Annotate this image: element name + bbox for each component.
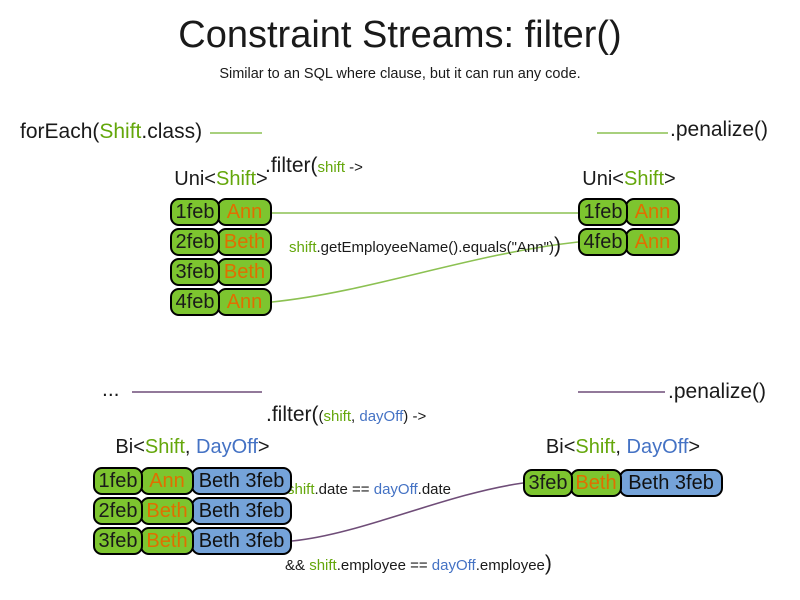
code-filter2-line1: .filter((shift, dayOff) -> <box>266 403 552 427</box>
token-comma: , <box>351 408 360 426</box>
shift-date-cell: 4feb <box>170 288 220 316</box>
token-filter-arrow: -> <box>345 159 363 177</box>
dayoff-cell: Beth 3feb <box>191 527 292 555</box>
token-bi-type1: Shift <box>575 436 616 458</box>
token-lambda-body: .getEmployeeName().equals("Ann") <box>316 238 554 256</box>
token-bi-type1: Shift <box>144 436 185 458</box>
shift-date-cell: 4feb <box>578 228 628 256</box>
uni-right-label: Uni<Shift> <box>578 168 680 191</box>
code-filter2: .filter((shift, dayOff) -> shift.date ==… <box>266 355 552 600</box>
token-uni-close: > <box>256 168 268 190</box>
token-lambda-param: shift <box>289 238 317 256</box>
token-dayoff: dayOff <box>373 480 418 498</box>
bi-left-label: Bi<Shift, DayOff> <box>93 436 292 459</box>
token-date-eq: .date == <box>314 480 374 498</box>
code-foreach: forEach(Shift.class) <box>20 120 202 144</box>
token-bi-type2: DayOff <box>626 436 689 458</box>
uni-left-label: Uni<Shift> <box>170 168 272 191</box>
shift-date-cell: 3feb <box>523 469 573 497</box>
code-filter2-line2: shift.date == dayOff.date <box>287 481 552 498</box>
token-and: && <box>285 557 310 575</box>
code-filter1-line1: .filter(shift -> <box>265 154 561 178</box>
dayoff-cell: Beth 3feb <box>619 469 723 497</box>
token-filter-open: .filter( <box>265 154 318 178</box>
token-uni-open: Uni< <box>174 168 216 190</box>
token-param-shift: shift <box>323 408 352 426</box>
shift-employee-cell: Beth <box>140 527 194 555</box>
shift-employee-cell: Ann <box>625 228 680 256</box>
token-employee-end: .employee <box>475 557 545 575</box>
shift-date-cell: 1feb <box>170 198 220 226</box>
shift-date-cell: 2feb <box>93 497 143 525</box>
token-uni-open: Uni< <box>582 168 624 190</box>
token-uni-type: Shift <box>215 168 257 190</box>
shift-employee-cell: Beth <box>140 497 194 525</box>
code-filter1-body: shift.getEmployeeName().equals("Ann")) <box>289 234 561 258</box>
shift-date-cell: 3feb <box>170 258 220 286</box>
code-ellipsis: ... <box>102 378 120 401</box>
shift-employee-cell: Ann <box>217 288 272 316</box>
token-foreach-open: forEach( <box>20 120 100 143</box>
dayoff-cell: Beth 3feb <box>191 467 292 495</box>
token-paren-open: ( <box>318 408 324 426</box>
token-filter-close: ) <box>544 552 552 576</box>
token-param-dayoff: dayOff <box>359 408 404 426</box>
slide-subtitle: Similar to an SQL where clause, but it c… <box>219 66 581 82</box>
shift-employee-cell: Beth <box>217 228 272 256</box>
token-shift: shift <box>309 557 337 575</box>
token-bi-comma: , <box>184 436 197 458</box>
token-arrow: -> <box>408 408 427 426</box>
token-paren-close: ) <box>403 408 409 426</box>
token-uni-close: > <box>664 168 676 190</box>
dayoff-cell: Beth 3feb <box>191 497 292 525</box>
shift-employee-cell: Ann <box>140 467 194 495</box>
token-bi-type2: DayOff <box>196 436 258 458</box>
shift-date-cell: 2feb <box>170 228 220 256</box>
shift-employee-cell: Beth <box>570 469 622 497</box>
token-filter-open: .filter( <box>266 403 319 427</box>
page-title: Constraint Streams: filter() <box>178 14 622 56</box>
bi-right-label: Bi<Shift, DayOff> <box>523 436 723 459</box>
token-bi-open: Bi< <box>545 436 576 458</box>
token-employee-eq: .employee == <box>336 557 432 575</box>
code-penalize1: .penalize() <box>670 118 769 141</box>
shift-date-cell: 3feb <box>93 527 143 555</box>
token-dayoff: dayOff <box>431 557 476 575</box>
token-bi-open: Bi< <box>115 436 145 458</box>
shift-employee-cell: Beth <box>217 258 272 286</box>
shift-employee-cell: Ann <box>217 198 272 226</box>
shift-employee-cell: Ann <box>625 198 680 226</box>
token-uni-type: Shift <box>623 168 665 190</box>
shift-date-cell: 1feb <box>93 467 143 495</box>
token-filter-close: ) <box>553 233 561 257</box>
code-penalize2: .penalize() <box>668 380 767 403</box>
shift-date-cell: 1feb <box>578 198 628 226</box>
token-date-end: .date <box>417 480 452 498</box>
code-filter1: .filter(shift -> shift.getEmployeeName()… <box>265 106 561 306</box>
token-bi-comma: , <box>615 436 627 458</box>
code-filter2-line3: && shift.employee == dayOff.employee) <box>285 552 552 576</box>
token-filter-param: shift <box>317 159 346 177</box>
token-shift-class: Shift <box>99 120 142 143</box>
token-bi-close: > <box>688 436 701 458</box>
token-foreach-close: .class) <box>141 120 203 143</box>
token-bi-close: > <box>257 436 270 458</box>
